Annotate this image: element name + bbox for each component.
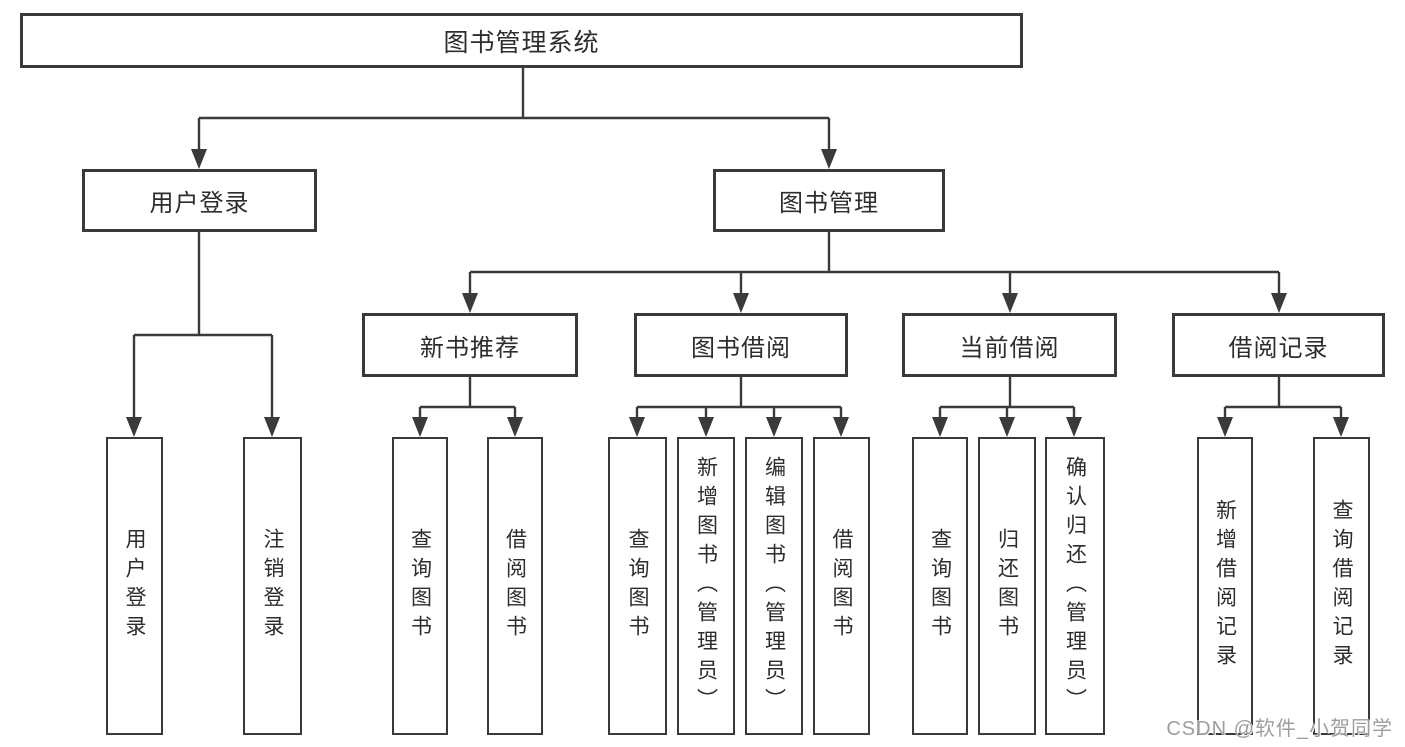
leaf-edit-books-admin: 编辑图书（管理员） <box>745 437 803 735</box>
leaf-query-books-current: 查询图书 <box>912 437 968 735</box>
node-user-login: 用户登录 <box>82 169 317 232</box>
node-label: 用户登录 <box>123 528 147 644</box>
leaf-logout: 注销登录 <box>243 437 302 735</box>
node-label: 查询图书 <box>626 528 650 644</box>
leaf-borrow-books-recommend: 借阅图书 <box>487 437 543 735</box>
leaf-add-borrow-record: 新增借阅记录 <box>1197 437 1253 735</box>
node-label: 注销登录 <box>261 528 285 644</box>
node-label: 图书借阅 <box>691 334 791 362</box>
arrowheads <box>126 149 1349 437</box>
leaf-query-borrow-record: 查询借阅记录 <box>1313 437 1370 735</box>
node-book-borrowing: 图书借阅 <box>634 313 848 377</box>
leaf-borrow-books: 借阅图书 <box>813 437 870 735</box>
node-label: 归还图书 <box>995 528 1019 644</box>
node-label: 借阅图书 <box>830 528 854 644</box>
node-label: 借阅图书 <box>503 528 527 644</box>
node-label: 图书管理系统 <box>443 28 600 57</box>
node-borrowing-records: 借阅记录 <box>1172 313 1385 377</box>
node-label: 图书管理 <box>779 190 879 217</box>
node-current-borrowing: 当前借阅 <box>902 313 1117 377</box>
node-label: 新增借阅记录 <box>1213 499 1237 673</box>
node-book-management: 图书管理 <box>713 169 945 232</box>
leaf-query-books-recommend: 查询图书 <box>392 437 448 735</box>
node-label: 借阅记录 <box>1228 334 1329 362</box>
leaf-return-books: 归还图书 <box>978 437 1036 735</box>
node-label: 新增图书（管理员） <box>694 455 718 717</box>
node-label: 确认归还（管理员） <box>1063 455 1087 717</box>
node-library-management-system: 图书管理系统 <box>20 13 1023 68</box>
leaf-confirm-return-admin: 确认归还（管理员） <box>1045 437 1105 735</box>
node-label: 查询图书 <box>928 528 952 644</box>
leaf-query-books-borrowing: 查询图书 <box>608 437 667 735</box>
node-new-book-recommendation: 新书推荐 <box>362 313 578 377</box>
node-label: 查询借阅记录 <box>1330 499 1354 673</box>
node-label: 查询图书 <box>408 528 432 644</box>
watermark: CSDN @软件_小贺同学 <box>1166 718 1393 740</box>
node-label: 用户登录 <box>149 190 250 217</box>
leaf-user-login: 用户登录 <box>106 437 163 735</box>
node-label: 当前借阅 <box>959 334 1060 362</box>
node-label: 编辑图书（管理员） <box>762 455 786 717</box>
node-label: 新书推荐 <box>420 334 520 362</box>
leaf-add-books-admin: 新增图书（管理员） <box>677 437 735 735</box>
